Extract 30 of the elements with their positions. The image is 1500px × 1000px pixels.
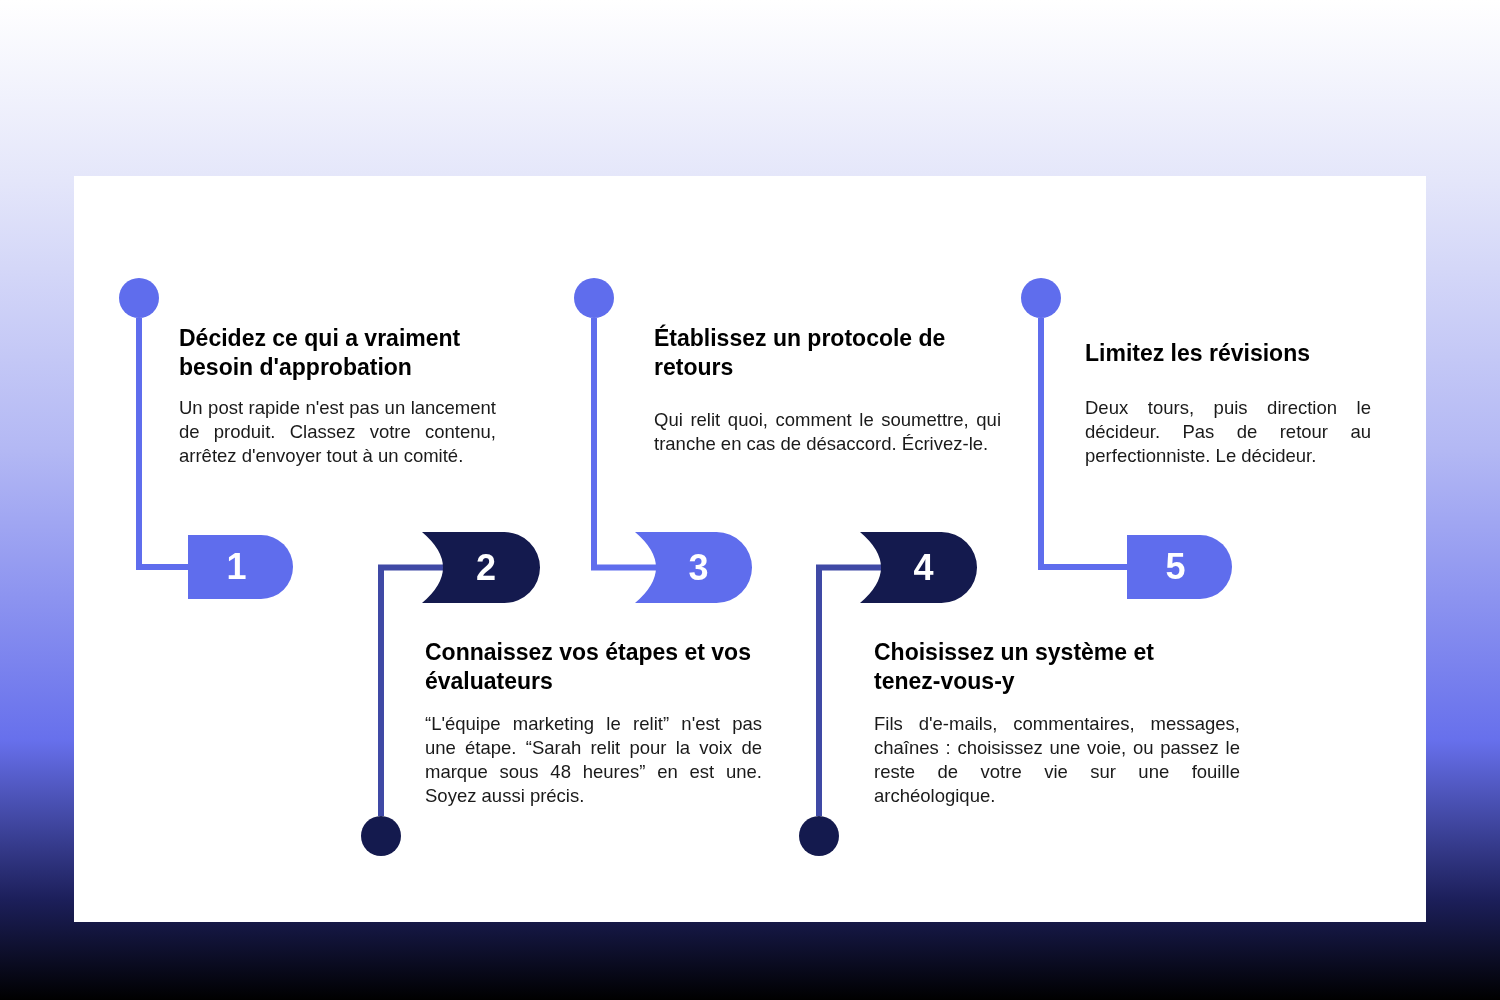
step-heading: Limitez les révisions (1085, 339, 1311, 368)
step-description: “L'équipe marketing le relit” n'est pas une étape. “Sarah relit pour la voix de marque sous 48 heures” en est une. Soyez aussi précis. (425, 712, 762, 808)
step-heading: Établissez un protocole de retours (654, 324, 947, 382)
step-description: Deux tours, puis direction le décideur. Pas de retour au perfectionniste. Le décideur. (1085, 396, 1371, 468)
step-number: 1 (226, 549, 248, 585)
connector-line (1038, 318, 1127, 570)
step-dot (799, 816, 839, 856)
step-number-tab (635, 532, 752, 603)
step-number-tab (860, 532, 977, 603)
step-number-tab (422, 532, 540, 603)
step-description: Qui relit quoi, comment le soumettre, qui tranche en cas de désaccord. Écrivez-le. (654, 408, 1001, 456)
step-number: 3 (687, 549, 709, 586)
step-heading: Connaissez vos étapes et vos évaluateurs (425, 638, 752, 696)
step-description: Fils d'e-mails, commentaires, messages, chaînes : choisissez une voie, ou passez le reste de votre vie sur une fouille archéologique. (874, 712, 1240, 808)
step-dot (361, 816, 401, 856)
step-dot (574, 278, 614, 318)
step-heading: Décidez ce qui a vraiment besoin d'approbation (179, 324, 462, 382)
step-heading: Choisissez un système et tenez-vous-y (874, 638, 1155, 696)
step-number: 4 (912, 549, 934, 586)
step-description: Un post rapide n'est pas un lancement de produit. Classez votre contenu, arrêtez d'envoyer tout à un comité. (179, 396, 496, 468)
connector-line (591, 318, 656, 571)
step-dot (119, 278, 159, 318)
step-dot (1021, 278, 1061, 318)
connector-line (378, 564, 443, 816)
step-number-tab (188, 535, 293, 599)
step-number-tab (1127, 535, 1232, 599)
connector-line (136, 318, 188, 570)
step-number: 5 (1165, 549, 1187, 585)
step-number: 2 (475, 549, 496, 586)
connector-line (816, 564, 881, 816)
